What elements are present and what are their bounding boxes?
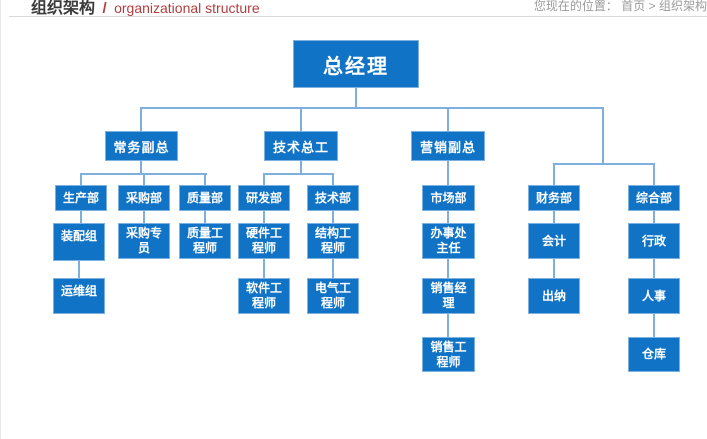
org-node-assembly-group: 装配组 [53,223,105,261]
org-node-rnd-dept: 研发部 [238,185,290,211]
connector-line [447,211,449,223]
connector-line [263,175,265,185]
breadcrumb-home-link[interactable]: 首页 [621,0,646,13]
connector-line [300,161,302,173]
org-node-purchasing-specialist: 采购专 员 [118,223,170,259]
connector-line [653,211,655,223]
connector-line [553,163,655,165]
connector-line [553,165,555,185]
connector-line [653,259,655,278]
org-node-office-director: 办事处 主任 [422,223,475,259]
connector-line [263,211,265,223]
connector-line [143,175,145,185]
org-node-chief-engineer: 技术总工 [264,131,338,161]
org-node-cashier: 出纳 [528,278,580,314]
org-node-warehouse: 仓库 [628,337,680,372]
org-node-finance-dept: 财务部 [528,185,580,211]
connector-line [332,175,334,185]
connector-line [204,211,206,223]
org-node-hardware-engineer: 硬件工 程师 [238,223,290,259]
breadcrumb-prefix: 您现在的位置： [533,0,618,13]
connector-line [78,261,80,278]
org-node-software-engineer: 软件工 程师 [238,278,290,314]
page-title: 组织架构 / organizational structure [31,0,260,18]
breadcrumb-current: 组织架构 [658,0,707,13]
connector-line [447,314,449,337]
org-node-ops-group: 运维组 [53,278,105,314]
connector-line [355,88,357,107]
org-node-marketing-vp: 营销副总 [411,131,485,161]
connector-line [263,173,334,175]
connector-line [204,175,206,185]
connector-line [653,314,655,337]
org-node-tech-dept: 技术部 [307,185,359,211]
org-node-structural-engineer: 结构工 程师 [307,223,359,259]
org-node-sales-engineer: 销售工 程师 [422,337,475,372]
org-node-electrical-engineer: 电气工 程师 [307,278,359,314]
org-node-general-manager: 总经理 [293,40,419,88]
page-title-zh: 组织架构 [31,0,96,17]
connector-line [80,175,82,185]
connector-line [447,109,449,131]
connector-line [80,211,82,223]
connector-line [332,259,334,278]
org-node-quality-engineer: 质量工 程师 [179,223,231,259]
connector-line [653,165,655,185]
connector-line [332,211,334,223]
connector-line [140,109,142,131]
org-node-executive-vp: 常务副总 [105,131,178,161]
org-node-accountant: 会计 [528,223,580,259]
page-title-en: organizational structure [114,0,260,16]
connector-line [553,259,555,278]
header-divider [9,16,707,17]
connector-line [143,211,145,223]
connector-line [80,173,207,175]
connector-line [140,161,142,173]
connector-line [263,259,265,278]
connector-line [553,211,555,223]
connector-line [602,109,604,163]
org-node-admin: 行政 [628,223,680,259]
org-node-general-dept: 综合部 [628,185,680,211]
connector-line [447,259,449,278]
breadcrumb: 您现在的位置： 首页 > 组织架构 [534,0,707,14]
connector-line [300,109,302,131]
page-title-divider: / [102,0,107,17]
org-node-hr: 人事 [628,278,680,314]
org-node-market-dept: 市场部 [422,185,475,211]
breadcrumb-separator: > [648,0,656,13]
org-node-quality-dept: 质量部 [179,185,231,211]
connector-line [140,107,604,109]
org-node-purchasing-dept: 采购部 [118,185,170,211]
org-node-production-dept: 生产部 [55,185,107,211]
org-node-sales-manager: 销售经 理 [422,278,475,314]
connector-line [447,161,449,185]
